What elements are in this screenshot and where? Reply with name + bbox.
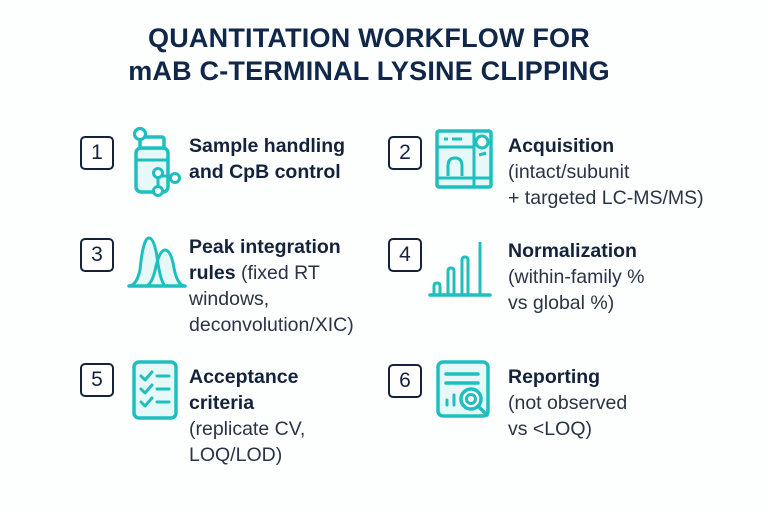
- step-3-line-1: Peak integration: [189, 236, 341, 258]
- step-2-line-1: Acquisition: [508, 135, 615, 157]
- page-title: QUANTITATION WORKFLOW FOR mAB C-TERMINAL…: [0, 22, 738, 88]
- step-5-line-1: Acceptance: [189, 366, 299, 388]
- title-line-2: mAB C-TERMINAL LYSINE CLIPPING: [128, 56, 610, 86]
- step-number-badge: 4: [388, 238, 422, 272]
- step-5-line-3: (replicate CV,: [189, 418, 306, 440]
- bar-chart-icon: [428, 240, 492, 300]
- step-6-text: Reporting (not observed vs <LOQ): [508, 364, 627, 442]
- step-number-badge: 6: [388, 364, 422, 398]
- step-number-badge: 2: [388, 136, 422, 170]
- step-2-line-3: + targeted LC-MS/MS): [508, 187, 704, 209]
- step-6-line-3: vs <LOQ): [508, 418, 592, 440]
- instrument-window-icon: [434, 128, 494, 190]
- step-4-line-1: Normalization: [508, 240, 637, 262]
- step-3-text: Peak integration rules (fixed RT windows…: [189, 234, 354, 338]
- step-5-line-2: criteria: [189, 392, 255, 414]
- checklist-icon: [131, 359, 179, 421]
- step-1-line-2: and CpB control: [189, 161, 341, 183]
- step-4-text: Normalization (within-family % vs global…: [508, 238, 645, 316]
- step-5-line-4: LOQ/LOD): [189, 444, 283, 466]
- step-1-line-1: Sample handling: [189, 135, 346, 157]
- step-3-line-2-regular: (fixed RT: [235, 262, 320, 284]
- step-1-text: Sample handling and CpB control: [189, 133, 345, 185]
- step-2-line-2: (intact/subunit: [508, 161, 630, 183]
- step-6-line-1: Reporting: [508, 366, 601, 388]
- step-4-line-3: vs global %): [508, 292, 615, 314]
- step-number-badge: 5: [80, 363, 114, 397]
- step-3-line-2-bold: rules: [189, 262, 236, 284]
- step-5-text: Acceptance criteria (replicate CV, LOQ/L…: [189, 364, 305, 468]
- step-2-text: Acquisition (intact/subunit + targeted L…: [508, 133, 704, 211]
- chromatogram-peaks-icon: [127, 234, 187, 290]
- report-magnifier-icon: [435, 359, 499, 423]
- step-4-line-2: (within-family %: [508, 266, 645, 288]
- step-3-line-3: windows,: [189, 288, 270, 310]
- step-number-badge: 1: [80, 136, 114, 170]
- step-6-line-2: (not observed: [508, 392, 628, 414]
- step-number-badge: 3: [80, 238, 114, 272]
- step-3-line-4: deconvolution/XIC): [189, 314, 354, 336]
- title-line-1: QUANTITATION WORKFLOW FOR: [148, 23, 590, 53]
- vial-network-icon: [130, 126, 182, 198]
